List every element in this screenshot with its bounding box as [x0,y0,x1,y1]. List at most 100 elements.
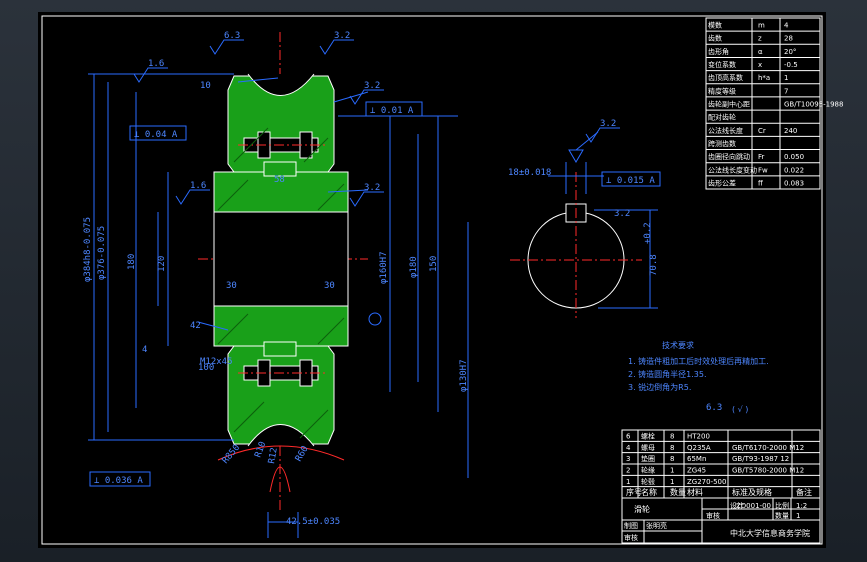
param-value: 240 [784,127,797,135]
tech-roughness-value: 6.3 [706,403,722,413]
dim-bore: φ130H7 [459,359,469,392]
drawing-number: ZD001-00 [736,502,771,510]
dim-hub-diameter: φ160H7 [379,251,389,284]
roughness-d: 3.2 [364,81,380,91]
bom-name: 名称 [641,487,657,497]
bom-material: ZG270-500 [687,478,726,486]
param-symbol: ff [758,179,763,187]
tol-2: ⊥ 0.04 A [134,130,178,140]
param-value: GB/T10095-1988 [784,101,843,109]
bom-qty: 8 [670,433,674,441]
drawer-name: 张明亮 [646,521,667,530]
roughness-a: 6.3 [224,31,240,41]
param-symbol: Cr [758,127,766,135]
bom-standard: 标准及规格 [732,487,772,497]
param-symbol: Fr [758,153,765,161]
dim-42: 42 [190,321,201,331]
qty-label: 数量 [775,511,789,520]
dim-r12: R12 [267,447,280,465]
param-name: 齿形角 [708,47,729,56]
dim-m12: M12x45 [200,357,233,367]
keyway-view [510,131,658,318]
tol-4: ⊥ 0.036 A [94,476,143,486]
bom-name: 轮毂 [641,477,655,486]
dim-r850: R850 [221,443,243,466]
param-name: 齿轮副中心距 [708,100,750,109]
tech-roughness-paren: ( √ ) [732,405,748,414]
param-value: 7 [784,87,788,95]
param-symbol: x [758,61,762,69]
inner-frame [41,15,823,545]
bom-note: 备注 [796,487,812,497]
tech-req-item: 1. 铸造件粗加工后时效处理后再精加工. [628,356,769,366]
param-name: 公法线长度变动 [708,165,757,174]
dim-150: 150 [429,256,439,272]
bom-name: 垫圈 [641,454,655,463]
param-symbol: m [758,22,765,30]
tech-req-item: 2. 铸造圆角半径1.35. [628,369,707,379]
param-symbol: z [758,35,762,43]
bom-standard: GB/T6170-2000 M12 [732,444,804,452]
bom-no: 4 [626,444,631,452]
param-value: 0.083 [784,179,804,187]
tech-req-title: 技术要求 [662,340,694,350]
roughness-b: 3.2 [334,31,350,41]
bom-material: 材料 [687,487,703,497]
bom-qty: 8 [670,455,674,463]
keyway-roughness: 3.2 [614,209,630,219]
tol-frame-1 [365,101,423,117]
bom-no: 序号 [626,487,642,497]
dim-outer-diameter: φ384h8-0.075 [83,217,93,282]
qty-value: 1 [796,512,800,520]
param-symbol: Fw [758,166,768,174]
bom-qty: 8 [670,444,674,452]
bom-no: 2 [626,466,630,474]
param-name: 齿圈径向跳动 [708,152,750,161]
param-name: 模数 [708,21,722,30]
keyway-width: 18±0.018 [508,168,551,178]
param-symbol: α [758,48,763,56]
dim-4: 4 [142,345,147,355]
param-value: 4 [784,22,789,30]
keyway-depth: 70.8 [649,254,659,276]
bom-qty: 数量 [670,487,686,497]
scale-value: 1:2 [796,502,807,510]
param-value: 1 [784,74,788,82]
tol-frame-4 [89,471,151,487]
param-symbol: h*a [758,74,770,82]
param-name: 公法线长度 [708,126,743,135]
review-label: 审核 [624,533,638,542]
roughness-g: 3.2 [600,119,616,129]
bom-no: 6 [626,433,631,441]
tech-req-item: 3. 锐边倒角为R5. [628,382,691,392]
bom-name: 螺栓 [641,432,655,441]
bom-no: 3 [626,455,630,463]
param-name: 齿数 [708,34,722,43]
pulley-section [88,32,469,538]
tol-3: ⊥ 0.015 A [606,176,655,186]
bom-material: Q235A [687,444,711,452]
param-value: 28 [784,35,793,43]
param-value: 0.050 [784,153,804,161]
bom-material: 65Mn [687,455,706,463]
drawer-label: 制图 [624,521,638,530]
part-name: 滑轮 [634,504,650,514]
dim-180: 180 [127,254,137,270]
bom-qty: 1 [670,466,674,474]
school-name: 中北大学信息商务学院 [730,528,810,538]
param-name: 变位系数 [708,60,736,69]
dim-100: 100 [198,363,214,373]
dim-groove-width: 42.5±0.035 [286,517,340,527]
bom-material: ZG45 [687,466,706,474]
bom-standard: GB/T93-1987 12 [732,455,789,463]
designer-label: 设计 [730,501,744,510]
tol-frame-2 [129,125,187,141]
param-name: 精度等级 [708,86,736,95]
roughness-e: 3.2 [364,183,380,193]
dim-180b: φ180 [409,256,419,278]
checker-label: 审核 [706,511,720,520]
